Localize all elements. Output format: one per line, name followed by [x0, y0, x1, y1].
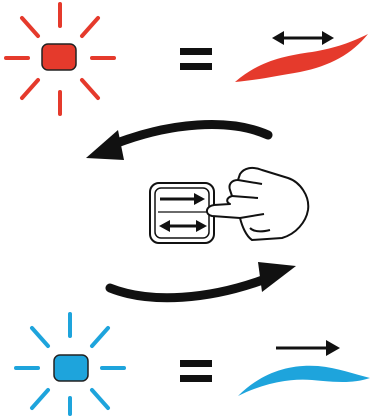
- red-light-lamp: [41, 43, 77, 71]
- curved-arrow-right-icon: [105, 262, 296, 303]
- double-arrow-icon: [159, 220, 207, 232]
- blue-light-lamp: [53, 354, 89, 382]
- double-arrow-icon: [272, 31, 334, 45]
- mode-button-frame[interactable]: [149, 182, 215, 244]
- right-arrow-icon: [276, 340, 340, 356]
- oscillating-flow-icon: [235, 31, 368, 82]
- equals-sign-top: [180, 48, 212, 70]
- blue-indicator-light-icon: [14, 312, 126, 416]
- right-arrow-icon: [160, 193, 205, 205]
- one-way-flow-icon: [238, 340, 370, 396]
- blue-light-rays: [14, 312, 126, 416]
- pointing-hand-icon: [206, 166, 310, 241]
- curved-arrow-left-icon: [86, 120, 273, 160]
- red-light-rays: [4, 2, 116, 116]
- mode-button[interactable]: [149, 182, 215, 244]
- red-wave: [235, 34, 368, 82]
- equals-sign-bottom: [180, 360, 212, 382]
- blue-wave: [238, 365, 370, 396]
- red-indicator-light-icon: [4, 2, 116, 116]
